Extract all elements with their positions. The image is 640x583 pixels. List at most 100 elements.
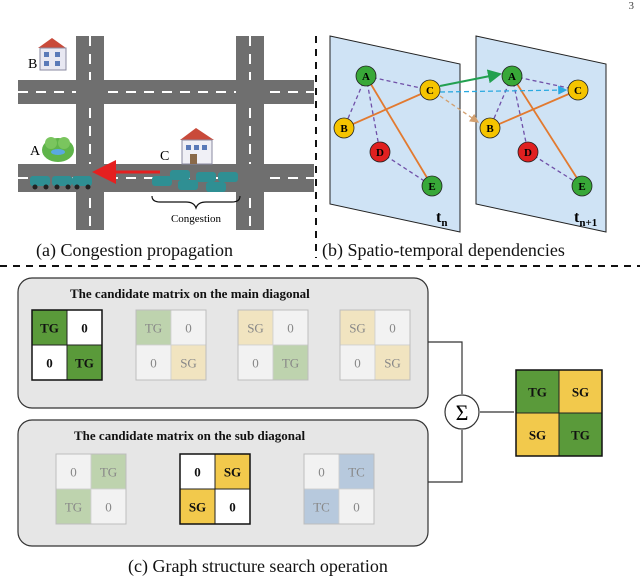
main-matrix-3-border: [339, 309, 411, 381]
sub-matrix-2-cell-1: [338, 453, 375, 490]
label-c: C: [160, 149, 169, 164]
main-matrix-1-cell-2: [135, 344, 172, 381]
caption-c: (c) Graph structure search operation: [128, 556, 388, 576]
result-matrix-cell-2: [515, 412, 560, 457]
main-matrix-0-cell-2: [31, 344, 68, 381]
label-b: B: [28, 57, 37, 72]
congestion-brace: [151, 195, 241, 210]
main-matrix-1-cell-text-2: 0: [150, 356, 157, 371]
temporal-arrow-green: [439, 69, 502, 87]
sub-matrix-1-cell-1: [214, 453, 251, 490]
cars-left-group: [30, 176, 92, 190]
sub-matrix-0-cell-2: [55, 488, 92, 525]
main-matrix-1-border: [135, 309, 207, 381]
svg-text:E: E: [578, 181, 585, 193]
svg-text:B: B: [340, 123, 348, 135]
main-matrix-2-cell-3: [272, 344, 309, 381]
main-matrix-3-cell-0: [339, 309, 376, 346]
main-matrix-1-cell-text-1: 0: [185, 321, 192, 336]
main-matrix-2-cell-1: [272, 309, 309, 346]
main-matrix-0-cell-text-1: 0: [81, 321, 88, 336]
building-c-icon: [180, 128, 214, 165]
sub-matrix-2-cell-text-2: TC: [313, 500, 330, 515]
main-matrix-1-cell-text-0: TG: [145, 321, 162, 336]
main-matrix-1-cell-3: [170, 344, 207, 381]
road-map: [18, 36, 314, 230]
sub-matrix-0-cell-1: [90, 453, 127, 490]
connector-main: [428, 341, 463, 394]
congestion-label: Congestion: [171, 213, 222, 225]
main-matrix-3-cell-text-0: SG: [349, 321, 366, 336]
caption-b: (b) Spatio-temporal dependencies: [322, 240, 565, 260]
sub-matrix-2-border: [303, 453, 375, 525]
svg-text:E: E: [428, 181, 435, 193]
node-c-right: C: [567, 79, 589, 101]
sub-matrix-0-cell-text-2: TG: [65, 500, 82, 515]
temporal-arrow-orange: [439, 95, 480, 123]
main-matrix-2-cell-text-3: TG: [282, 356, 299, 371]
sub-matrix-0-cell-text-0: 0: [70, 465, 77, 480]
result-matrix-cell-text-1: SG: [572, 385, 589, 400]
main-matrix-3-cell-text-1: 0: [389, 321, 396, 336]
result-matrix-cell-text-3: TG: [571, 428, 590, 443]
sub-matrix-0-cell-text-1: TG: [100, 465, 117, 480]
sub-matrix-1-cell-text-2: SG: [189, 500, 206, 515]
page-number: 3: [628, 0, 635, 12]
building-b-icon: [38, 38, 67, 71]
svg-text:A: A: [362, 71, 370, 83]
svg-text:C: C: [426, 85, 434, 97]
svg-text:D: D: [524, 147, 532, 159]
main-matrix-0-cell-text-0: TG: [40, 321, 59, 336]
sub-matrix-0-cell-0: [55, 453, 92, 490]
node-a-left: A: [355, 65, 377, 87]
main-matrix-2-cell-text-1: 0: [287, 321, 294, 336]
main-matrix-2-cell-text-2: 0: [252, 356, 259, 371]
node-d-left: D: [369, 141, 391, 163]
node-a-right: A: [501, 65, 523, 87]
sub-matrix-2-cell-text-0: 0: [318, 465, 325, 480]
result-matrix-border: [515, 369, 603, 457]
main-matrix-0-cell-text-2: 0: [46, 356, 53, 371]
node-e-right: E: [571, 175, 593, 197]
node-c-left: C: [419, 79, 441, 101]
sub-matrix-1-cell-3: [214, 488, 251, 525]
main-matrix-0-cell-text-3: TG: [75, 356, 94, 371]
sum-circle: [444, 394, 480, 430]
sub-matrix-2-cell-text-3: 0: [353, 500, 360, 515]
svg-text:B: B: [486, 123, 494, 135]
sub-matrix-1-border: [179, 453, 251, 525]
svg-text:D: D: [376, 147, 384, 159]
sub-matrix-2-cell-3: [338, 488, 375, 525]
result-matrix: TG SG SG TG: [515, 369, 603, 457]
label-a: A: [30, 144, 41, 159]
result-matrix-cell-text-2: SG: [529, 428, 546, 443]
main-matrix-3-cell-2: [339, 344, 376, 381]
sub-matrix-0-cell-text-3: 0: [105, 500, 112, 515]
park-a-icon: [42, 137, 74, 162]
main-matrix-1-cell-text-3: SG: [180, 356, 197, 371]
caption-a: (a) Congestion propagation: [36, 240, 233, 260]
node-d-right: D: [517, 141, 539, 163]
sub-matrix-2-cell-text-1: TC: [348, 465, 365, 480]
result-matrix-cell-3: [558, 412, 603, 457]
result-matrix-cell-text-0: TG: [528, 385, 547, 400]
main-matrix-3-cell-text-2: 0: [354, 356, 361, 371]
connector-sub: [428, 430, 463, 483]
sum-symbol: Σ: [456, 400, 469, 425]
main-matrix-2-border: [237, 309, 309, 381]
node-b-right: B: [479, 117, 501, 139]
sub-matrix-1-cell-text-0: 0: [194, 465, 201, 480]
sub-matrix-2-cell-2: [303, 488, 340, 525]
sub-matrix-1-cell-text-3: 0: [229, 500, 236, 515]
temporal-arrow-cyan: [439, 85, 568, 95]
main-matrix-2-cell-text-0: SG: [247, 321, 264, 336]
time-label-t-n1: tn+1: [574, 209, 597, 229]
node-b-left: B: [333, 117, 355, 139]
svg-text:A: A: [508, 71, 516, 83]
sub-diagonal-title: The candidate matrix on the sub diagonal: [74, 428, 306, 443]
main-matrix-2-cell-2: [237, 344, 274, 381]
sub-matrix-1-cell-text-1: SG: [224, 465, 241, 480]
main-matrix-0-border: [31, 309, 103, 381]
